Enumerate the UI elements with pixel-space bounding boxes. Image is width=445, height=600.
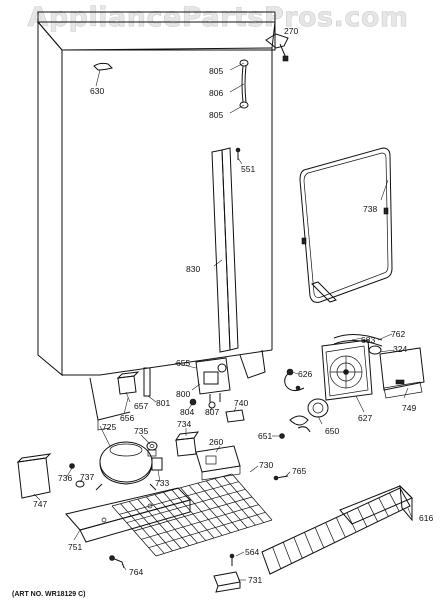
label-630: 630 (90, 86, 104, 96)
channel-830 (211, 147, 239, 353)
leader-lines (33, 62, 413, 581)
fan-motor-650 (279, 398, 329, 439)
label-324: 324 (393, 344, 407, 354)
bracket-747 (16, 453, 52, 499)
grommet-737 (75, 480, 85, 488)
label-765: 765 (292, 466, 306, 476)
overload-734 (174, 431, 200, 457)
coil-wire (111, 473, 233, 507)
art-number: (ART NO. WR18129 C) (12, 591, 86, 598)
label-737: 737 (80, 472, 94, 482)
grille-slat (335, 517, 346, 538)
compressor-725 (95, 441, 157, 491)
label-656: 656 (120, 413, 134, 423)
label-564: 564 (245, 547, 259, 557)
label-657: 657 (134, 401, 148, 411)
clip-733 (151, 457, 163, 471)
grille-slat (346, 512, 357, 533)
label-731: 731 (248, 575, 262, 585)
cabinet-slot (93, 62, 113, 87)
coil-wire (126, 488, 246, 524)
label-627: 627 (358, 413, 372, 423)
screw-564 (229, 553, 235, 566)
label-800: 800 (176, 389, 190, 399)
label-806: 806 (209, 88, 223, 98)
clip-740 (225, 409, 245, 423)
top-hinge (265, 33, 289, 62)
grille-slat (367, 502, 379, 522)
label-807: 807 (205, 407, 219, 417)
bracket-731 (213, 571, 241, 593)
rod-801 (143, 367, 151, 397)
label-764: 764 (129, 567, 143, 577)
label-270: 270 (284, 26, 298, 36)
label-626: 626 (298, 369, 312, 379)
grommet-hole (149, 444, 155, 448)
label-801: 801 (156, 398, 170, 408)
fastener-736 (69, 463, 75, 469)
grille-slat (325, 522, 335, 543)
label-805-top: 805 (209, 66, 223, 76)
label-751: 751 (68, 542, 82, 552)
cover-749 (379, 347, 425, 399)
screw-764 (109, 555, 125, 569)
coil-wire (119, 481, 239, 515)
label-616: 616 (419, 513, 433, 523)
label-738: 738 (363, 204, 377, 214)
watermark-text: AppliancePartsPros.com (27, 2, 408, 33)
grille-slat (357, 507, 368, 528)
label-655: 655 (176, 358, 190, 368)
label-749: 749 (402, 403, 416, 413)
grille-slat (272, 546, 282, 569)
grille-slat (378, 497, 389, 517)
label-736: 736 (58, 473, 72, 483)
coil-wire (141, 504, 259, 540)
grille-616 (261, 484, 413, 575)
coil-wire (155, 519, 273, 557)
fastener-765 (273, 475, 289, 481)
grille-slat (293, 537, 303, 559)
label-762: 762 (391, 329, 405, 339)
label-725: 725 (102, 422, 116, 432)
label-830: 830 (186, 264, 200, 274)
label-734: 734 (177, 419, 191, 429)
relay-657 (116, 371, 140, 395)
label-747: 747 (33, 499, 47, 509)
fastener-804 (189, 398, 197, 406)
gasket-738 (299, 147, 393, 303)
label-735: 735 (134, 426, 148, 436)
label-650: 650 (325, 426, 339, 436)
grille-slat (282, 542, 292, 564)
condenser-coil-730 (111, 473, 273, 557)
label-260: 260 (209, 437, 223, 447)
label-733: 733 (155, 478, 169, 488)
label-651: 651 (258, 431, 272, 441)
refrigerator-cabinet (36, 11, 276, 431)
label-551: 551 (241, 164, 255, 174)
wiring-box-260 (195, 445, 241, 481)
grille-slat (304, 532, 314, 554)
coil-wire (148, 511, 266, 549)
fan-shroud-627 (321, 339, 373, 401)
grille-slat (389, 492, 400, 512)
grille-slat (314, 527, 325, 548)
base-pan-751 (65, 487, 191, 543)
defrost-control-assembly (195, 357, 231, 402)
label-683: 683 (361, 335, 375, 345)
coil-wire (133, 496, 253, 532)
label-804: 804 (180, 407, 194, 417)
tube-762 (333, 334, 383, 355)
wire-harness-626 (284, 368, 305, 392)
label-805-bottom: 805 (209, 110, 223, 120)
label-740: 740 (234, 398, 248, 408)
label-730: 730 (259, 460, 273, 470)
grommet-735 (146, 441, 158, 451)
part-number-labels: 630 270 805 806 805 551 738 830 683 762 … (33, 26, 433, 585)
